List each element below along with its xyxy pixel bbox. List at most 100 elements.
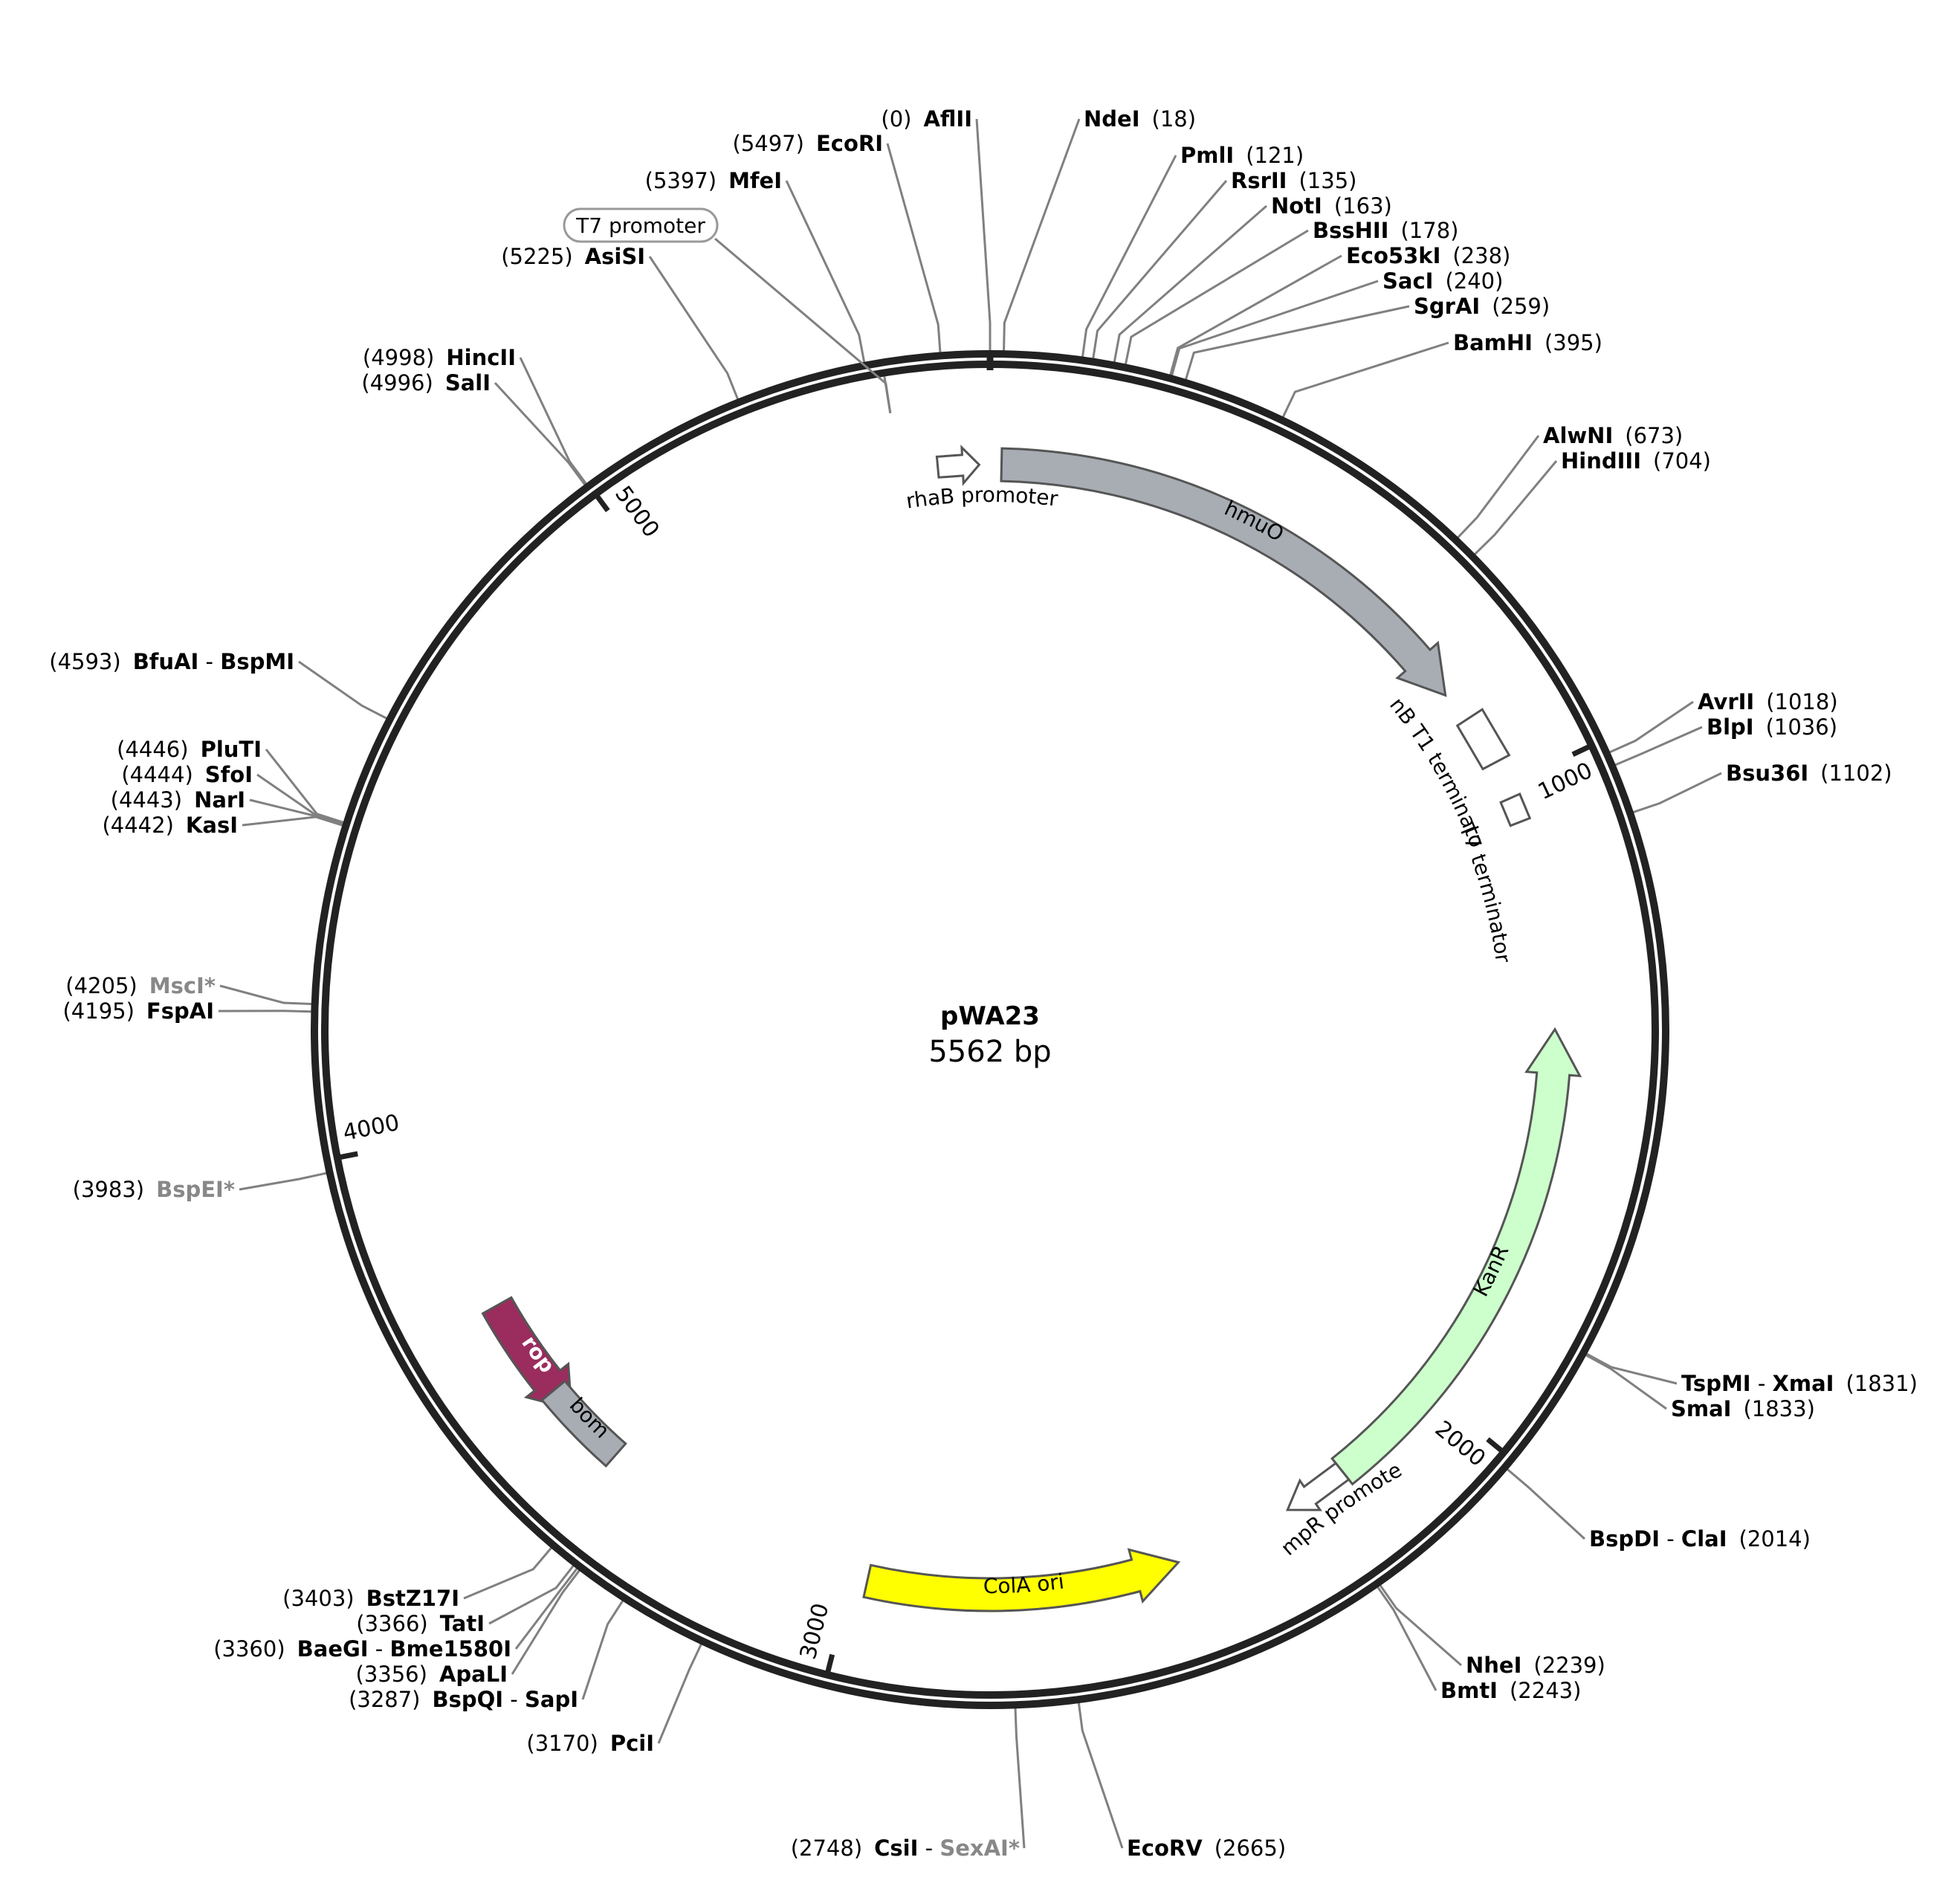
site-leader-blpi bbox=[1614, 726, 1703, 766]
feature-leader-t7-promoter bbox=[714, 237, 892, 414]
site-position: (4998) bbox=[363, 345, 434, 370]
feature-box-bom bbox=[540, 1379, 627, 1468]
site-separator: - bbox=[369, 1636, 390, 1662]
site-position: (4443) bbox=[111, 787, 182, 813]
site-name: FspAI bbox=[146, 998, 214, 1024]
scale-label-1000: 1000 bbox=[1534, 758, 1597, 805]
site-position: (3356) bbox=[356, 1662, 427, 1687]
site-leader-hindiii bbox=[1473, 460, 1558, 555]
site-name: SacI bbox=[1382, 268, 1433, 294]
site-position: (2014) bbox=[1739, 1526, 1811, 1552]
feature-t7-promoter: T7 promoter bbox=[563, 207, 892, 414]
site-name: TatI bbox=[440, 1611, 485, 1636]
site-name: BamHI bbox=[1453, 330, 1533, 355]
feature-arrow-hmuo bbox=[1000, 447, 1447, 697]
site-position: (2243) bbox=[1510, 1678, 1581, 1703]
site-name: PmlI bbox=[1180, 143, 1234, 168]
site-leader-hincii bbox=[519, 357, 588, 485]
feature-label-t7-promoter: T7 promoter bbox=[575, 213, 705, 238]
site-label-rsrii: RsrII (135) bbox=[1231, 168, 1356, 193]
feature-arrow-kanr bbox=[1330, 1027, 1582, 1486]
site-label-bsu36i: Bsu36I(1102) bbox=[1726, 761, 1892, 786]
site-name: BstZ17I bbox=[366, 1586, 459, 1611]
site-label-aflii: (0)AflII bbox=[881, 106, 972, 132]
site-position: (2748) bbox=[791, 1836, 862, 1861]
site-label-avrii: AvrII(1018) bbox=[1698, 689, 1838, 714]
site-label-sali: (4996)SalI bbox=[361, 370, 491, 395]
site-label-asisi: (5225)AsiSI bbox=[501, 244, 645, 269]
site-leader-saci bbox=[1171, 280, 1379, 376]
site-position: (1833) bbox=[1743, 1396, 1814, 1421]
site-label-tati: (3366) TatI bbox=[356, 1611, 485, 1636]
site-label-nhei: NheI(2239) bbox=[1466, 1653, 1605, 1678]
site-position: (5397) bbox=[645, 168, 717, 193]
site-name: BspMI bbox=[220, 649, 294, 674]
site-leader-ndei bbox=[1003, 118, 1081, 352]
site-name: BssHII bbox=[1313, 218, 1388, 243]
site-position: (3366) bbox=[356, 1611, 427, 1636]
site-leader-sfoi bbox=[256, 773, 344, 825]
site-position: (4442) bbox=[102, 813, 173, 838]
site-leader-avrii bbox=[1608, 700, 1694, 754]
site-name: SmaI bbox=[1671, 1396, 1731, 1421]
site-position: (135) bbox=[1298, 168, 1356, 193]
site-label-csii-sexai: (2748)CsiI - SexAI* bbox=[791, 1836, 1020, 1861]
site-separator: - bbox=[198, 649, 220, 674]
site-label-bspqi-sapi: (3287)BspQI - SapI bbox=[349, 1687, 578, 1712]
site-label-fspai: (4195)FspAI bbox=[62, 998, 214, 1024]
site-separator: - bbox=[1751, 1371, 1773, 1396]
site-label-mfei: (5397)MfeI bbox=[645, 168, 782, 193]
site-name: BspEI* bbox=[156, 1177, 235, 1202]
site-position: (4446) bbox=[117, 737, 188, 762]
site-leader-baegi-bme1580i bbox=[514, 1567, 578, 1650]
site-name: KasI bbox=[186, 813, 238, 838]
site-leader-bsu36i bbox=[1632, 772, 1722, 814]
site-position: (2239) bbox=[1533, 1653, 1605, 1678]
backbone-outer-ring bbox=[311, 350, 1669, 1709]
site-position: (3983) bbox=[73, 1177, 144, 1202]
site-leader-pluti bbox=[265, 749, 345, 824]
scale-tick-4000 bbox=[338, 1151, 358, 1160]
site-label-apali: (3356)ApaLI bbox=[356, 1662, 508, 1687]
site-name: EcoRV bbox=[1127, 1836, 1203, 1861]
site-label-bamhi: BamHI(395) bbox=[1453, 330, 1602, 355]
site-name: BaeGI bbox=[297, 1636, 369, 1662]
site-name: XmaI bbox=[1773, 1371, 1834, 1396]
plasmid-name: pWA23 bbox=[940, 1001, 1040, 1031]
feature-box-t7-terminator bbox=[1499, 792, 1532, 827]
site-label-bfuai-bspmi: (4593)BfuAI - BspMI bbox=[49, 649, 294, 674]
site-label-tspmi-xmai: TspMI - XmaI(1831) bbox=[1681, 1371, 1918, 1396]
site-name: HincII bbox=[446, 345, 516, 370]
site-leader-bamhi bbox=[1281, 341, 1449, 419]
scale-tick-3000 bbox=[824, 1653, 835, 1674]
scale-label-4000: 4000 bbox=[341, 1110, 402, 1146]
site-label-bspdi-clai: BspDI - ClaI(2014) bbox=[1589, 1526, 1811, 1552]
feature-label-t7-terminator: T7 terminator bbox=[1454, 819, 1516, 965]
site-position: (121) bbox=[1246, 143, 1304, 168]
site-name: TspMI bbox=[1681, 1371, 1751, 1396]
site-leader-noti bbox=[1113, 204, 1267, 363]
site-label-blpi: BlpI(1036) bbox=[1707, 714, 1837, 740]
scale-tick-5000 bbox=[594, 493, 610, 513]
site-label-alwni: AlwNI(673) bbox=[1543, 423, 1683, 448]
plasmid-size: 5562 bp bbox=[928, 1035, 1051, 1069]
site-position: (18) bbox=[1152, 106, 1197, 132]
site-label-pmli: PmlI (121) bbox=[1180, 143, 1304, 168]
scale-label-2000: 2000 bbox=[1430, 1416, 1490, 1473]
site-label-bstz17i: (3403) BstZ17I bbox=[282, 1586, 459, 1611]
site-label-noti: NotI(163) bbox=[1271, 193, 1392, 219]
site-position: (704) bbox=[1653, 448, 1711, 474]
site-name: CsiI bbox=[874, 1836, 918, 1861]
site-position: (3403) bbox=[282, 1586, 354, 1611]
site-name: BmtI bbox=[1440, 1678, 1498, 1703]
feature-bom: bom bbox=[540, 1379, 627, 1468]
site-leader-bspei bbox=[239, 1172, 327, 1191]
site-label-pcii: (3170)PciI bbox=[526, 1731, 654, 1756]
plasmid-backbone bbox=[311, 350, 1669, 1709]
feature-rrnb-t1-terminator: rrnB T1 terminator bbox=[0, 0, 1511, 851]
site-name: BspDI bbox=[1589, 1526, 1660, 1552]
scale-label-3000: 3000 bbox=[795, 1601, 835, 1662]
site-name: RsrII bbox=[1231, 168, 1287, 193]
site-leader-nari bbox=[249, 798, 344, 826]
